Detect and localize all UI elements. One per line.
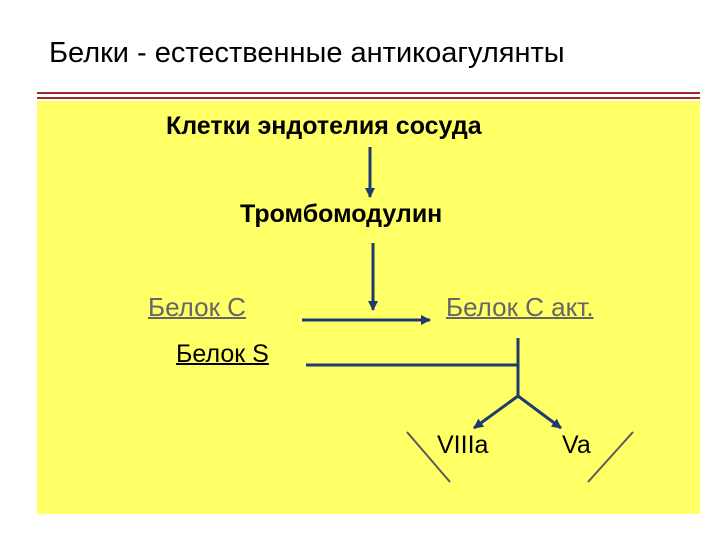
node-protein-c-active: Белок С акт. <box>446 292 594 322</box>
node-factor-va: Va <box>562 431 591 459</box>
inhibition-slash-va <box>587 431 634 483</box>
arrow-to-va <box>517 394 562 430</box>
inhibition-slash-viiia <box>406 431 451 483</box>
node-factor-viiia: VIIIa <box>437 431 489 459</box>
node-thrombomodulin: Тромбомодулин <box>240 200 443 228</box>
node-protein-c: Белок С <box>148 292 246 322</box>
title-rule-bottom <box>37 97 700 99</box>
arrow-to-viiia <box>473 394 519 430</box>
slide-title: Белки - естественные антикоагулянты <box>49 37 565 69</box>
node-endothelium: Клетки эндотелия сосуда <box>166 112 482 140</box>
title-rule-top <box>37 92 700 94</box>
node-protein-s: Белок S <box>176 340 269 368</box>
